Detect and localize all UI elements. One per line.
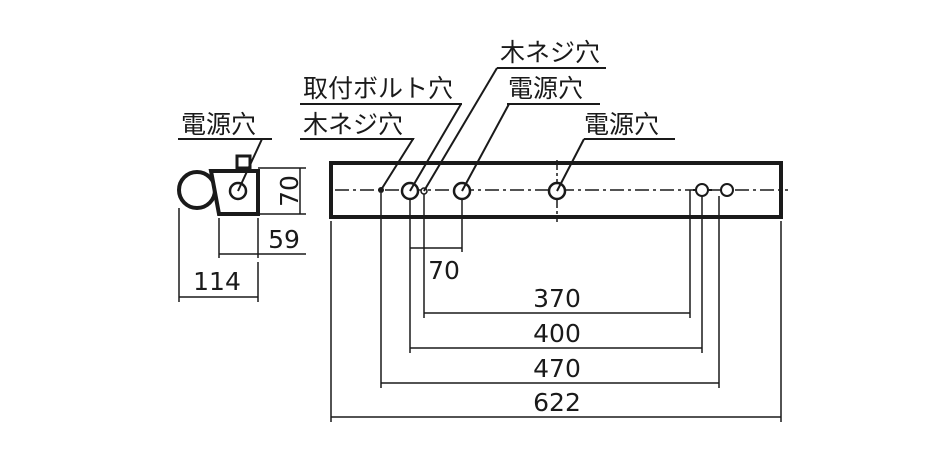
dim-370-label: 370 <box>533 284 581 313</box>
total-dim-label: 114 <box>193 267 241 296</box>
depth-dim-label: 59 <box>268 225 300 254</box>
wood-screw-hole-left-label: 木ネジ穴 <box>303 110 403 139</box>
mount-bolt-hole-right <box>695 183 709 197</box>
power-right-leader <box>556 138 585 192</box>
dim-470-label: 470 <box>533 354 581 383</box>
side-view: 電源穴 70 59 114 <box>177 110 306 302</box>
dim-400-label: 400 <box>533 319 581 348</box>
front-view: 木ネジ穴 取付ボルト穴 木ネジ穴 電源穴 電源穴 70 370 400 470 <box>300 38 788 422</box>
dim-622-label: 622 <box>533 388 581 417</box>
power-mid-leader <box>461 103 510 192</box>
mount-bolt-leader <box>409 103 462 192</box>
height-dim-label: 70 <box>275 175 304 207</box>
mount-bolt-hole-label: 取付ボルト穴 <box>303 74 453 103</box>
wood-screw-top-leader <box>423 67 498 192</box>
box-tab <box>235 154 252 170</box>
power-hole-right-label: 電源穴 <box>584 110 659 139</box>
wood-screw-hole-top-label: 木ネジ穴 <box>500 38 600 67</box>
end-cap-circle <box>177 170 217 210</box>
dim-70-label: 70 <box>428 256 460 285</box>
wood-screw-hole-right <box>720 183 734 197</box>
side-power-hole-label: 電源穴 <box>181 110 256 139</box>
power-hole-mid-label: 電源穴 <box>508 74 583 103</box>
